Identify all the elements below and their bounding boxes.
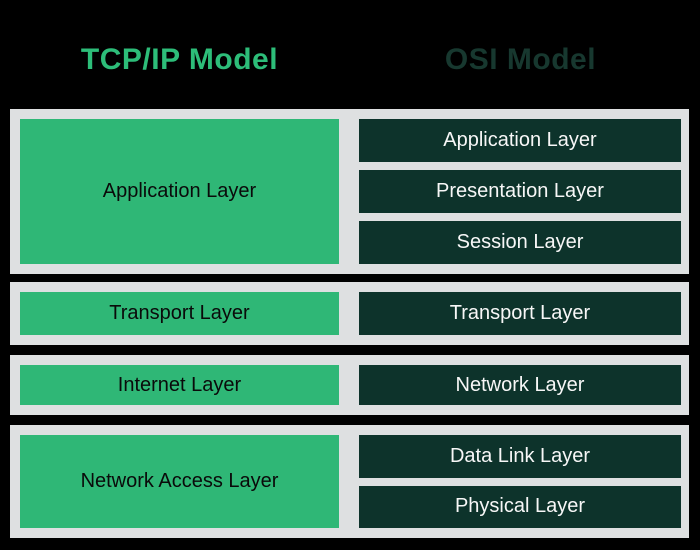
osi-model-title: OSI Model <box>444 43 597 76</box>
osi-column-internet: Network Layer <box>359 365 681 405</box>
osi-layer-presentation: Presentation Layer <box>359 170 681 213</box>
tcpip-layer-transport: Transport Layer <box>20 292 339 335</box>
layer-group-transport: Transport Layer Transport Layer <box>10 282 689 345</box>
osi-layer-data-link: Data Link Layer <box>359 435 681 478</box>
osi-column-transport: Transport Layer <box>359 292 681 335</box>
osi-column-network-access: Data Link Layer Physical Layer <box>359 435 681 528</box>
layer-group-application: Application Layer Application Layer Pres… <box>10 109 689 274</box>
layer-group-internet: Internet Layer Network Layer <box>10 355 689 415</box>
tcpip-layer-network-access: Network Access Layer <box>20 435 339 528</box>
osi-layer-physical: Physical Layer <box>359 485 681 528</box>
osi-layer-session: Session Layer <box>359 221 681 264</box>
tcpip-model-title: TCP/IP Model <box>80 43 279 76</box>
osi-layer-network: Network Layer <box>359 365 681 405</box>
osi-column-application: Application Layer Presentation Layer Ses… <box>359 119 681 264</box>
layer-group-network-access: Network Access Layer Data Link Layer Phy… <box>10 425 689 538</box>
osi-layer-transport: Transport Layer <box>359 292 681 335</box>
tcpip-layer-internet: Internet Layer <box>20 365 339 405</box>
tcpip-layer-application: Application Layer <box>20 119 339 264</box>
osi-layer-application: Application Layer <box>359 119 681 162</box>
